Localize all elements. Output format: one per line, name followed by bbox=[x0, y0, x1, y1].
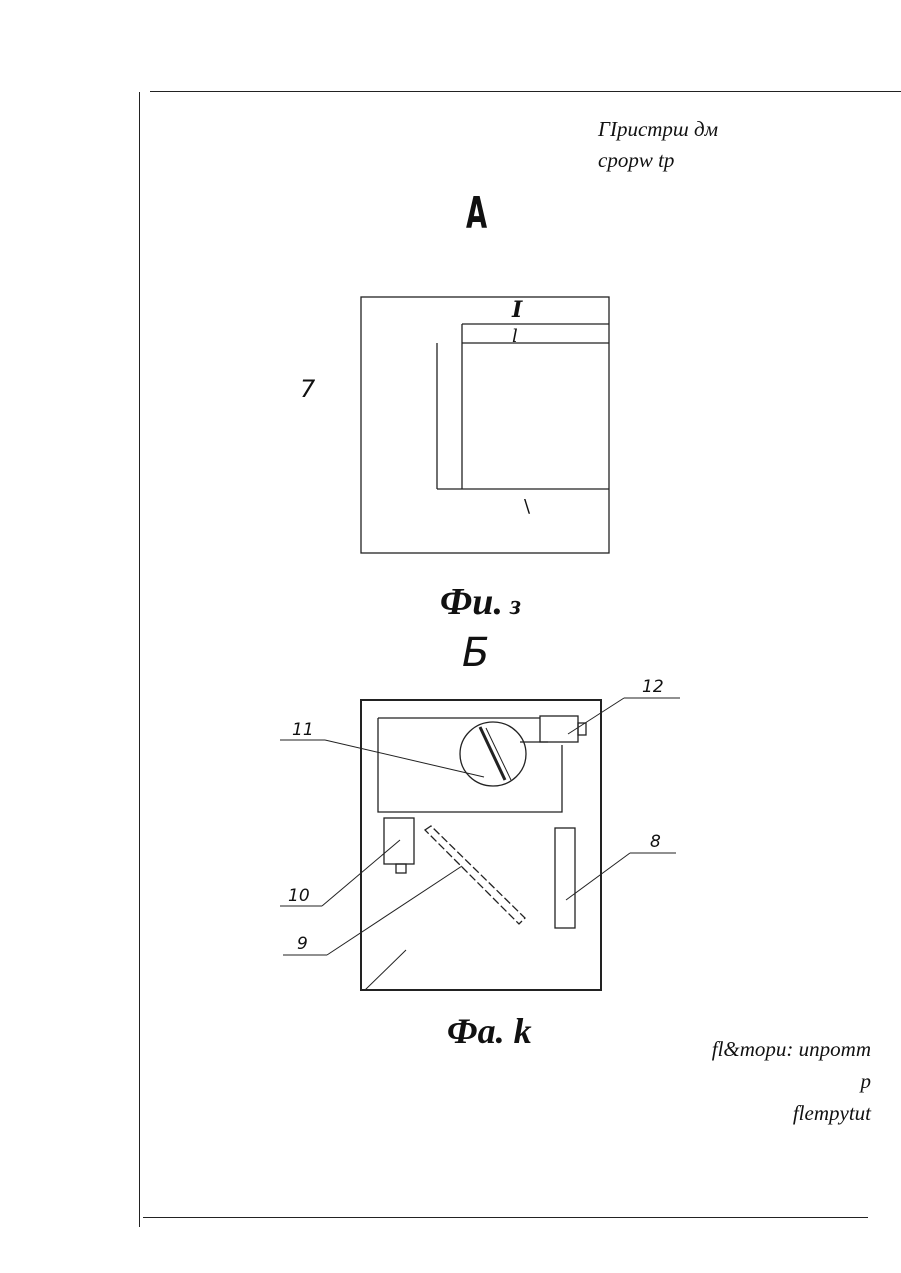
fig3-top-mark: I bbox=[511, 297, 523, 323]
callout-8: 8 bbox=[650, 832, 661, 852]
callout-11: 11 bbox=[292, 720, 314, 740]
figure-4-caption: Фa. k bbox=[447, 1010, 532, 1052]
fig3-inner-mark: l bbox=[512, 326, 518, 347]
callout-9: 9 bbox=[297, 934, 308, 954]
figure-4-drawing bbox=[361, 700, 601, 990]
footer-note: fl&mopu: unpomm p flempytut bbox=[712, 1033, 871, 1129]
fig4-frame-body bbox=[378, 718, 562, 812]
leader-9 bbox=[327, 866, 462, 955]
fig4-camera-block bbox=[540, 716, 578, 742]
figure-4-leaders bbox=[280, 698, 680, 990]
fig3-bottom-mark: \ bbox=[524, 496, 531, 517]
leader-housing bbox=[365, 950, 406, 990]
footer-note-line-1: fl&mopu: unpomm bbox=[712, 1033, 871, 1065]
view-b-label: Б bbox=[462, 630, 489, 676]
fig4-housing bbox=[361, 700, 601, 990]
callout-10: 10 bbox=[288, 886, 310, 906]
callout-12: 12 bbox=[642, 677, 664, 697]
figure-3-caption-main: Фu. bbox=[440, 581, 503, 623]
fig4-rotor-blade bbox=[480, 727, 505, 780]
footer-note-line-2: p bbox=[712, 1065, 871, 1097]
fig4-mirror bbox=[425, 826, 525, 924]
fig4-strip-element bbox=[555, 828, 575, 928]
fig4-sensor-tip bbox=[396, 864, 406, 873]
footer-note-line-3: flempytut bbox=[712, 1097, 871, 1129]
figure-3-caption: Фu. з bbox=[440, 580, 521, 624]
fig4-rotor-blade-edge bbox=[486, 728, 511, 780]
fig3-outer-frame bbox=[361, 297, 609, 553]
figure-3-drawing bbox=[361, 297, 609, 553]
figure-3-caption-number: з bbox=[503, 590, 521, 621]
